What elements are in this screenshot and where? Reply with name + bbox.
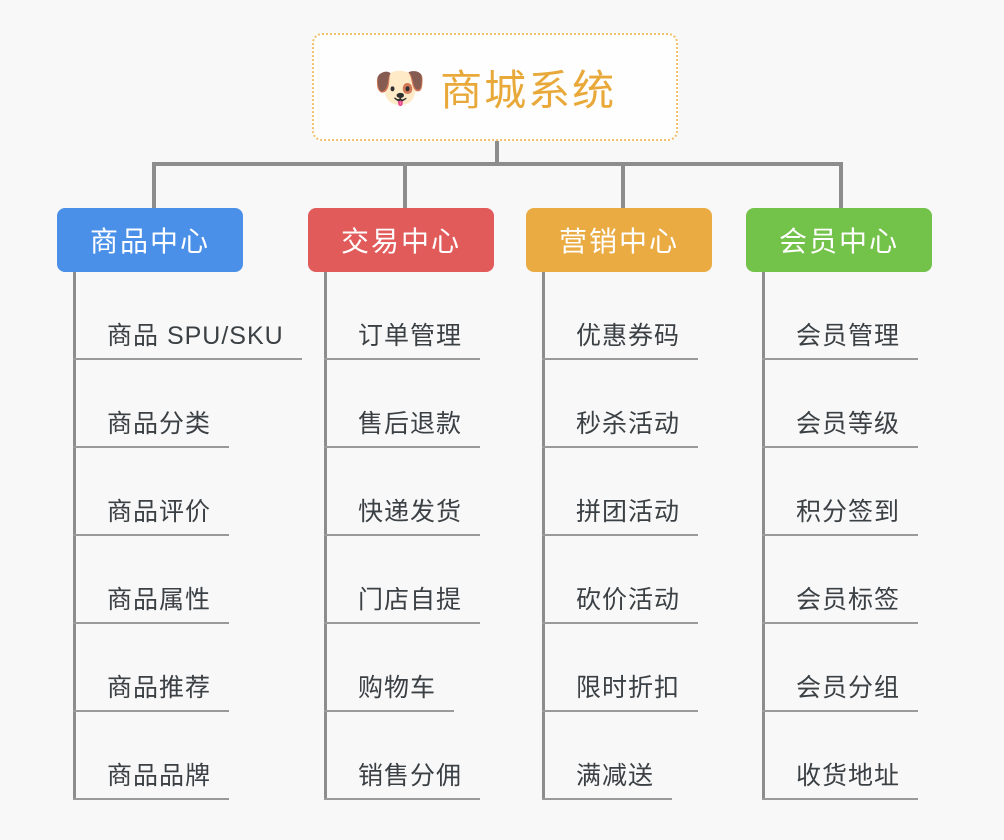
leaf-label: 快递发货 xyxy=(358,498,463,526)
shiba-dog-face-icon: 🐶 xyxy=(373,64,427,111)
leaf-underline: 收货地址 xyxy=(762,756,919,800)
leaf-underline: 秒杀活动 xyxy=(542,404,699,448)
root-node-title: 商城系统 xyxy=(440,66,617,114)
horizontal-bus-connector xyxy=(152,162,840,166)
leaf-label: 满减送 xyxy=(576,762,655,790)
leaf-item[interactable]: 售后退款 xyxy=(324,360,481,448)
leaf-item[interactable]: 会员标签 xyxy=(762,536,919,624)
leaf-label: 售后退款 xyxy=(358,410,463,438)
leaf-underline: 商品推荐 xyxy=(73,668,230,712)
category-label: 交易中心 xyxy=(340,226,461,257)
leaf-label: 秒杀活动 xyxy=(576,410,681,438)
leaf-underline: 商品分类 xyxy=(73,404,230,448)
leaf-label: 积分签到 xyxy=(796,498,901,526)
leaf-underline: 门店自提 xyxy=(324,580,481,624)
leaf-item[interactable]: 砍价活动 xyxy=(542,536,699,624)
leaf-item[interactable]: 快递发货 xyxy=(324,448,481,536)
leaf-underline: 优惠券码 xyxy=(542,316,699,360)
leaf-label: 会员分组 xyxy=(796,674,901,702)
leaf-item[interactable]: 商品分类 xyxy=(73,360,230,448)
leaf-label: 拼团活动 xyxy=(576,498,681,526)
drop-connector-2 xyxy=(403,162,407,210)
leaf-label: 商品品牌 xyxy=(107,762,212,790)
leaf-item[interactable]: 会员管理 xyxy=(762,272,919,360)
leaf-label: 商品 SPU/SKU xyxy=(107,322,284,350)
leaf-item[interactable]: 商品品牌 xyxy=(73,712,230,800)
branch-spine xyxy=(762,272,765,800)
category-label: 会员中心 xyxy=(778,226,899,257)
category-label: 商品中心 xyxy=(89,226,210,257)
leaf-item[interactable]: 商品 SPU/SKU xyxy=(73,272,302,360)
leaf-label: 限时折扣 xyxy=(576,674,681,702)
leaf-item[interactable]: 会员等级 xyxy=(762,360,919,448)
leaf-underline: 快递发货 xyxy=(324,492,481,536)
leaf-underline: 限时折扣 xyxy=(542,668,699,712)
leaf-underline: 商品 SPU/SKU xyxy=(73,316,302,360)
leaf-item[interactable]: 秒杀活动 xyxy=(542,360,699,448)
leaf-item[interactable]: 收货地址 xyxy=(762,712,919,800)
branch-spine xyxy=(542,272,545,800)
leaf-underline: 售后退款 xyxy=(324,404,481,448)
leaf-item[interactable]: 积分签到 xyxy=(762,448,919,536)
leaf-label: 商品推荐 xyxy=(107,674,212,702)
leaf-item[interactable]: 商品推荐 xyxy=(73,624,230,712)
leaf-label: 砍价活动 xyxy=(576,586,681,614)
category-box-4[interactable]: 会员中心 xyxy=(746,208,932,272)
leaf-underline: 会员等级 xyxy=(762,404,919,448)
leaf-item[interactable]: 销售分佣 xyxy=(324,712,481,800)
leaf-label: 门店自提 xyxy=(358,586,463,614)
leaf-underline: 积分签到 xyxy=(762,492,919,536)
leaf-underline: 会员分组 xyxy=(762,668,919,712)
leaf-item[interactable]: 商品评价 xyxy=(73,448,230,536)
leaf-label: 商品分类 xyxy=(107,410,212,438)
leaf-label: 优惠券码 xyxy=(576,322,681,350)
leaf-label: 销售分佣 xyxy=(358,762,463,790)
root-node-mall-system[interactable]: 🐶 商城系统 xyxy=(312,33,678,141)
leaf-underline: 满减送 xyxy=(542,756,673,800)
leaf-label: 商品评价 xyxy=(107,498,212,526)
category-box-2[interactable]: 交易中心 xyxy=(308,208,494,272)
root-stem-connector xyxy=(495,141,499,166)
leaf-label: 会员管理 xyxy=(796,322,901,350)
leaf-underline: 订单管理 xyxy=(324,316,481,360)
leaf-underline: 商品评价 xyxy=(73,492,230,536)
leaf-underline: 拼团活动 xyxy=(542,492,699,536)
leaf-label: 商品属性 xyxy=(107,586,212,614)
leaf-underline: 购物车 xyxy=(324,668,455,712)
drop-connector-4 xyxy=(839,162,843,210)
leaf-item[interactable]: 商品属性 xyxy=(73,536,230,624)
leaf-item[interactable]: 拼团活动 xyxy=(542,448,699,536)
leaf-underline: 会员管理 xyxy=(762,316,919,360)
category-box-3[interactable]: 营销中心 xyxy=(526,208,712,272)
leaf-underline: 商品属性 xyxy=(73,580,230,624)
leaf-item[interactable]: 优惠券码 xyxy=(542,272,699,360)
category-label: 营销中心 xyxy=(558,226,679,257)
drop-connector-1 xyxy=(152,162,156,210)
leaf-item[interactable]: 限时折扣 xyxy=(542,624,699,712)
leaf-underline: 销售分佣 xyxy=(324,756,481,800)
branch-spine xyxy=(324,272,327,800)
leaf-underline: 会员标签 xyxy=(762,580,919,624)
leaf-label: 购物车 xyxy=(358,674,437,702)
leaf-item[interactable]: 订单管理 xyxy=(324,272,481,360)
leaf-item[interactable]: 满减送 xyxy=(542,712,673,800)
category-box-1[interactable]: 商品中心 xyxy=(57,208,243,272)
leaf-label: 会员标签 xyxy=(796,586,901,614)
leaf-underline: 商品品牌 xyxy=(73,756,230,800)
leaf-item[interactable]: 购物车 xyxy=(324,624,455,712)
leaf-item[interactable]: 门店自提 xyxy=(324,536,481,624)
branch-spine xyxy=(73,272,76,800)
leaf-label: 收货地址 xyxy=(796,762,901,790)
drop-connector-3 xyxy=(621,162,625,210)
leaf-label: 订单管理 xyxy=(358,322,463,350)
leaf-label: 会员等级 xyxy=(796,410,901,438)
leaf-underline: 砍价活动 xyxy=(542,580,699,624)
leaf-item[interactable]: 会员分组 xyxy=(762,624,919,712)
